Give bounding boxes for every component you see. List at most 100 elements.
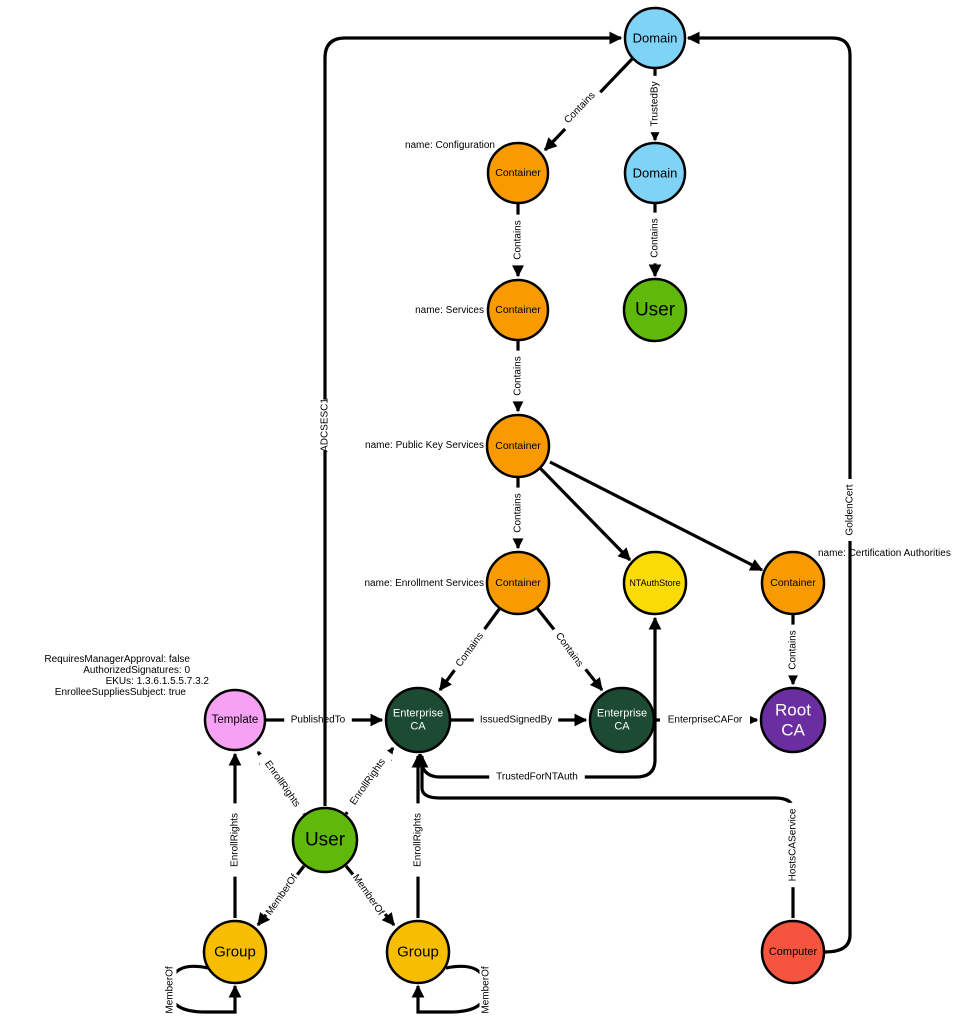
node-circle[interactable] <box>623 6 687 70</box>
edge-e6: Contains <box>511 477 525 550</box>
node-label: CA <box>614 720 630 732</box>
edge-label-group: EnrollRights <box>228 803 242 877</box>
edge-e5: Contains <box>511 340 525 413</box>
edge-label-background <box>548 625 590 675</box>
node-circle[interactable] <box>622 550 688 616</box>
edge-label: EnrollRights <box>262 759 302 809</box>
edge-label-background <box>786 624 800 676</box>
node-label: Enterprise <box>393 708 443 720</box>
edge-label: ADCSESC1 <box>320 398 331 452</box>
node-group-left[interactable]: Group <box>202 919 268 985</box>
node-enterprise-ca-2[interactable]: EnterpriseCA <box>588 686 656 754</box>
edge-label: Contains <box>513 356 524 395</box>
edge-label-background <box>511 487 525 539</box>
edge-label: IssuedSignedBy <box>480 715 552 726</box>
node-label: Container <box>495 167 541 179</box>
edge-label-group: Contains <box>511 214 525 266</box>
node-circle[interactable] <box>485 550 551 616</box>
node-circle[interactable] <box>384 686 452 754</box>
node-property-label: name: Certification Authorities <box>818 548 951 559</box>
edge-label: TrustedForNTAuth <box>496 772 578 783</box>
node-circle[interactable] <box>485 413 551 479</box>
node-circle[interactable] <box>486 278 550 342</box>
edge-label-group: TrustedBy <box>648 75 662 133</box>
edge-e9: Contains <box>438 607 502 692</box>
node-label: User <box>305 830 346 851</box>
node-label: Container <box>495 440 541 452</box>
node-circle[interactable] <box>486 141 550 205</box>
edge-label-background <box>660 713 750 727</box>
edge-label: EnterpriseCAFor <box>668 715 743 726</box>
edge-line[interactable] <box>549 460 764 572</box>
node-label: Root <box>775 701 811 720</box>
node-label: User <box>635 300 676 321</box>
edge-e4: Contains <box>511 203 525 278</box>
node-container-config[interactable]: Container name: Configuration <box>405 140 550 205</box>
edge-label-background <box>786 802 800 888</box>
edge-line[interactable] <box>538 466 632 562</box>
edge-label-group: Contains <box>786 624 800 676</box>
edge-e13: IssuedSignedBy <box>450 713 588 727</box>
edge-e16: HostsCAService <box>415 754 800 918</box>
node-circle[interactable] <box>291 806 359 874</box>
node-circle[interactable] <box>622 277 688 343</box>
edge-label: Contains <box>513 493 524 532</box>
node-enterprise-ca-1[interactable]: EnterpriseCA <box>384 686 452 754</box>
edge-label: PublishedTo <box>291 715 346 726</box>
edge-label-group: MemberOf <box>479 964 493 1016</box>
edge-label: MemberOf <box>481 966 492 1013</box>
node-circle[interactable] <box>385 919 451 985</box>
edge-label-background <box>255 750 309 818</box>
edge-label-background <box>648 212 662 264</box>
template-property-2: AuthorizedSignatures: 0 <box>83 665 190 676</box>
edge-label: GoldenCert <box>845 484 856 535</box>
template-property-4: EnrolleeSuppliesSubject: true <box>55 687 187 698</box>
edge-label-group: EnrollRights <box>255 750 309 818</box>
node-user-main[interactable]: User <box>291 806 359 874</box>
edge-label-background <box>473 713 559 727</box>
edge-label: Contains <box>454 631 486 669</box>
node-domain-top[interactable]: Domain <box>623 6 687 70</box>
node-label: Group <box>214 944 256 961</box>
edge-label-background <box>557 85 603 131</box>
node-label: Container <box>495 577 541 589</box>
edge-e8 <box>549 460 764 572</box>
edge-label-group: Contains <box>648 212 662 264</box>
node-group-right[interactable]: Group <box>385 919 451 985</box>
node-label: CA <box>410 720 426 732</box>
node-template[interactable]: Template <box>203 688 267 752</box>
edge-label-background <box>843 479 857 541</box>
node-circle[interactable] <box>623 141 687 205</box>
edge-label-group: Contains <box>557 85 603 131</box>
edge-label-background <box>489 770 585 784</box>
node-circle[interactable] <box>760 919 826 985</box>
edge-e1: Contains <box>543 56 635 152</box>
node-label: Enterprise <box>597 708 647 720</box>
node-user-top[interactable]: User <box>622 277 688 343</box>
edge-line[interactable] <box>686 31 852 954</box>
edge-line[interactable] <box>323 31 623 806</box>
node-circle[interactable] <box>760 550 826 616</box>
node-ntauthstore[interactable]: NTAuthStore <box>622 550 688 616</box>
edge-line[interactable] <box>415 754 795 918</box>
edge-label-group: Contains <box>511 350 525 402</box>
node-circle[interactable] <box>759 686 827 754</box>
node-circle[interactable] <box>588 686 656 754</box>
edge-label: Contains <box>553 631 585 669</box>
edge-label-group: EnrollRights <box>341 748 395 816</box>
node-label: NTAuthStore <box>629 578 680 588</box>
node-circle[interactable] <box>203 688 267 752</box>
node-circle[interactable] <box>202 919 268 985</box>
edge-label-group: MemberOf <box>163 964 177 1016</box>
node-property-label: name: Configuration <box>405 140 495 151</box>
edge-label-background <box>284 713 352 727</box>
edge-e11: Contains <box>786 614 800 686</box>
node-computer[interactable]: Computer <box>760 919 826 985</box>
node-domain-trusted[interactable]: Domain <box>623 141 687 205</box>
